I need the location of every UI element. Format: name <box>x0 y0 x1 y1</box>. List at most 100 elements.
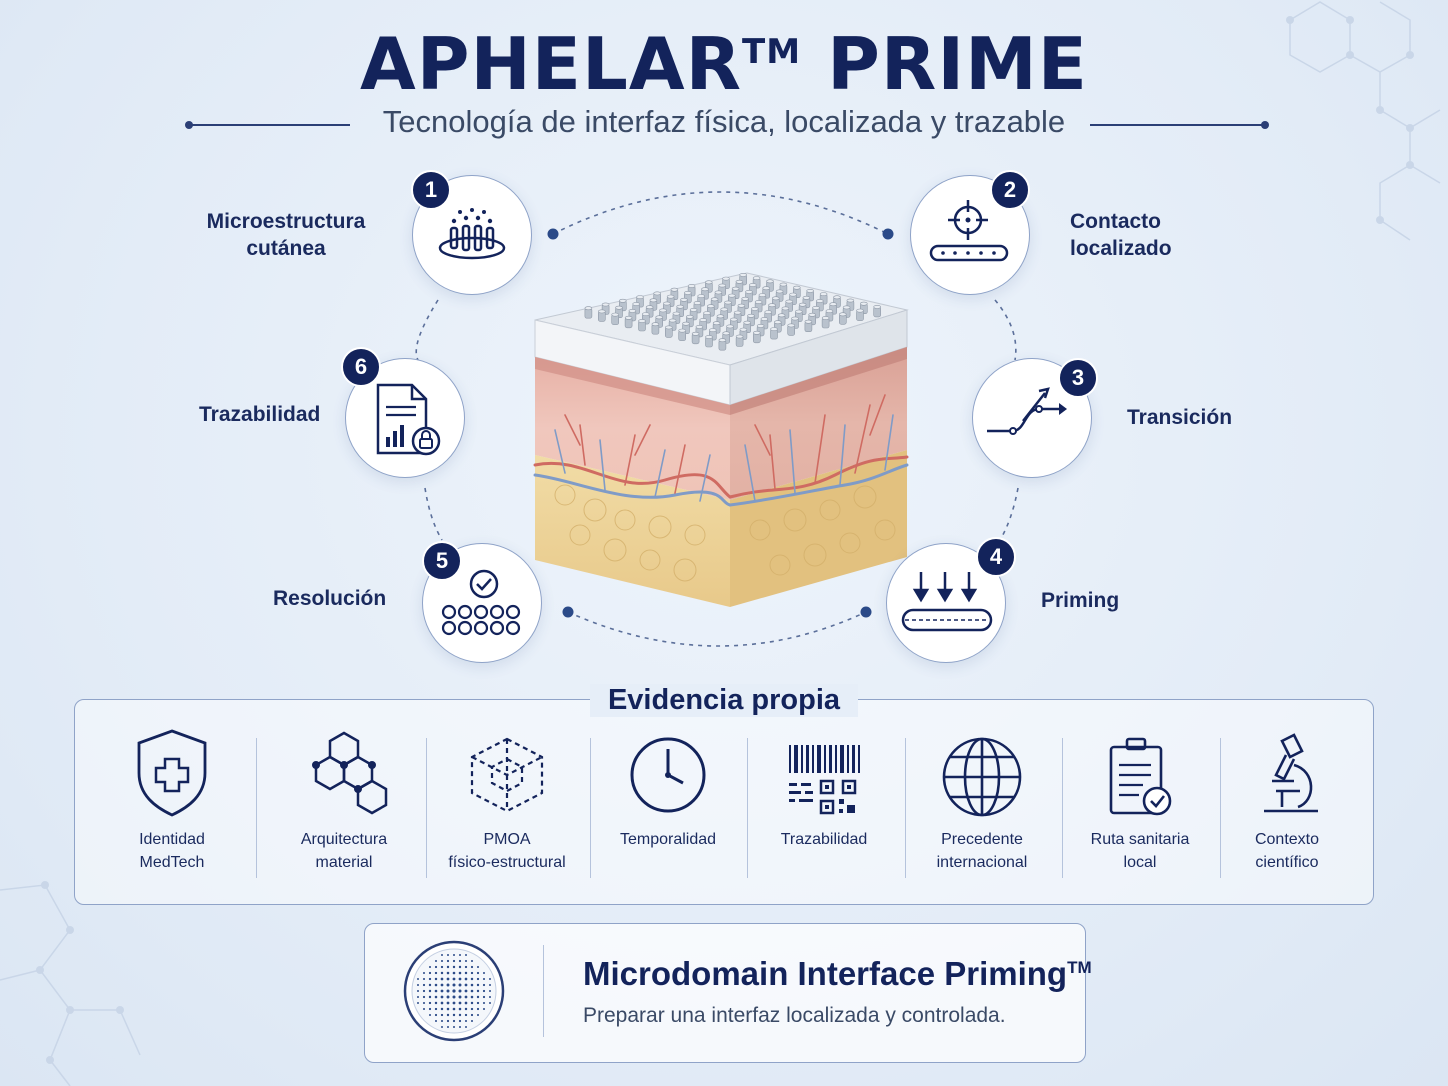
microneedle-tip <box>745 289 753 294</box>
microneedle-tip <box>749 283 757 287</box>
sphere-dot <box>458 989 462 993</box>
sphere-dot <box>422 1007 426 1011</box>
microneedle-tip <box>619 298 627 303</box>
sphere-dot <box>440 1001 444 1005</box>
microneedle-tip <box>821 316 830 320</box>
sphere-dot <box>470 959 474 963</box>
sphere-dot <box>464 959 468 963</box>
page-subtitle: Tecnología de interfaz física, localizad… <box>382 104 1066 139</box>
microneedle-tip <box>730 317 738 322</box>
evidence-separator <box>426 738 427 878</box>
microneedle-tip <box>645 305 654 310</box>
microneedle-tip <box>642 312 650 317</box>
sphere-dot <box>422 1001 426 1005</box>
sphere-dot <box>440 1007 444 1011</box>
microneedle-tip <box>728 293 736 298</box>
sphere-dot <box>470 971 474 975</box>
sphere-dot <box>434 971 438 975</box>
sphere-dot <box>452 965 456 969</box>
sphere-dot <box>458 1001 462 1005</box>
sphere-dot <box>464 1001 468 1005</box>
sphere-dot <box>452 989 456 993</box>
sphere-dot <box>440 1013 444 1017</box>
sphere-dot <box>464 1013 468 1017</box>
sphere-dot <box>434 983 438 987</box>
microneedle-tip <box>722 331 730 336</box>
sphere-dot <box>459 1026 461 1028</box>
sphere-dot <box>453 1026 455 1028</box>
microneedle-tip <box>693 301 702 305</box>
sphere-dot <box>464 977 468 981</box>
microneedle-tip <box>651 322 660 327</box>
microneedle-tip <box>624 315 633 320</box>
sphere-dot <box>452 1019 456 1023</box>
microneedle-tip <box>668 318 677 323</box>
sphere-dot <box>428 1013 432 1017</box>
hexagon-molecule-icon <box>312 731 388 815</box>
sphere-dot <box>482 989 486 993</box>
microneedle-tip <box>806 288 815 293</box>
shield-cross-icon <box>137 729 207 817</box>
clipboard-check-icon <box>1109 737 1172 816</box>
sphere-dot <box>440 989 444 993</box>
sphere-dot <box>458 965 462 969</box>
sphere-dot <box>458 983 462 987</box>
sphere-dot <box>440 995 444 999</box>
document-lock-icon <box>376 383 441 456</box>
sphere-dot <box>446 971 450 975</box>
sphere-dot <box>441 1026 443 1028</box>
sphere-dot <box>476 1001 480 1005</box>
sphere-dot <box>489 990 491 992</box>
microneedle-tip <box>695 325 704 329</box>
sphere-dot <box>489 978 491 980</box>
sphere-dot <box>482 971 486 975</box>
barcode-qr-icon <box>789 745 860 815</box>
evidence-item-temporalidad: Temporalidad <box>604 725 732 851</box>
microneedle-tip <box>638 319 646 323</box>
microneedle-tip <box>825 309 834 314</box>
microneedle-tip <box>659 308 667 313</box>
sphere-dot <box>446 1007 450 1011</box>
sphere-dot <box>482 1001 486 1005</box>
step-5-label: Resolución <box>273 587 387 610</box>
sphere-dot <box>476 995 480 999</box>
sphere-dot <box>452 977 456 981</box>
sphere-dot <box>434 977 438 981</box>
step-6-label: Trazabilidad <box>199 403 321 426</box>
sphere-dot <box>470 995 474 999</box>
sphere-dot <box>428 977 432 981</box>
sphere-dot <box>482 977 486 981</box>
sphere-dot <box>440 983 444 987</box>
microneedle-tip <box>802 295 811 300</box>
microneedle-tip <box>584 306 593 311</box>
target-crosshair-icon <box>929 200 1009 262</box>
sphere-dot <box>453 954 455 956</box>
dotted-sphere-icon <box>403 940 505 1042</box>
sphere-dot <box>489 996 491 998</box>
microneedle-tip <box>873 305 882 309</box>
microneedle-tip <box>718 338 727 343</box>
sphere-dot <box>458 1013 462 1017</box>
microneedle-tip <box>791 316 799 321</box>
downward-arrows-icon <box>901 572 993 632</box>
sphere-dot <box>458 1019 462 1023</box>
microneedle-tip <box>686 314 694 319</box>
sphere-dot <box>428 1007 432 1011</box>
microneedle-tip <box>764 310 772 315</box>
sphere-dot <box>446 977 450 981</box>
sphere-dot <box>452 1001 456 1005</box>
sphere-dot <box>476 971 480 975</box>
microneedle-tip <box>756 324 765 328</box>
microneedle-tip <box>741 296 749 301</box>
sphere-dot <box>428 971 432 975</box>
sphere-dot <box>452 995 456 999</box>
microneedle-tip <box>739 327 748 332</box>
sphere-dot <box>470 1013 474 1017</box>
sphere-dot <box>422 983 426 987</box>
step-2-badge: 2 <box>990 170 1030 210</box>
sphere-dot <box>440 959 444 963</box>
evidence-separator <box>590 738 591 878</box>
